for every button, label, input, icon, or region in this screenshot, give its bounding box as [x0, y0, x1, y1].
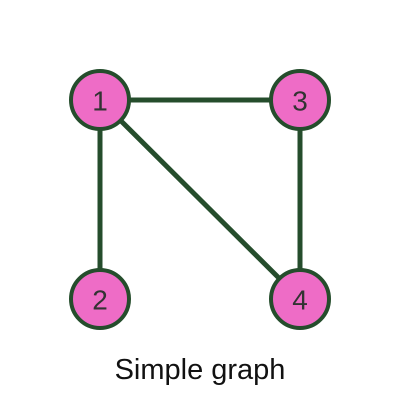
node-label-4: 4 [292, 285, 308, 316]
node-circle-4 [269, 268, 331, 330]
node-label-2: 2 [92, 285, 108, 316]
graph-caption: Simple graph [114, 354, 286, 386]
node-1: 1 [69, 69, 131, 131]
node-4: 4 [269, 268, 331, 330]
node-circle-3 [269, 69, 331, 131]
node-label-1: 1 [92, 86, 108, 117]
nodes-layer: 1 2 3 4 [69, 69, 331, 330]
edge-1-4 [98, 98, 302, 301]
node-circle-1 [69, 69, 131, 131]
node-circle-2 [69, 268, 131, 330]
node-3: 3 [269, 69, 331, 131]
node-label-3: 3 [292, 86, 308, 117]
node-2: 2 [69, 268, 131, 330]
edges-layer [97, 97, 303, 301]
